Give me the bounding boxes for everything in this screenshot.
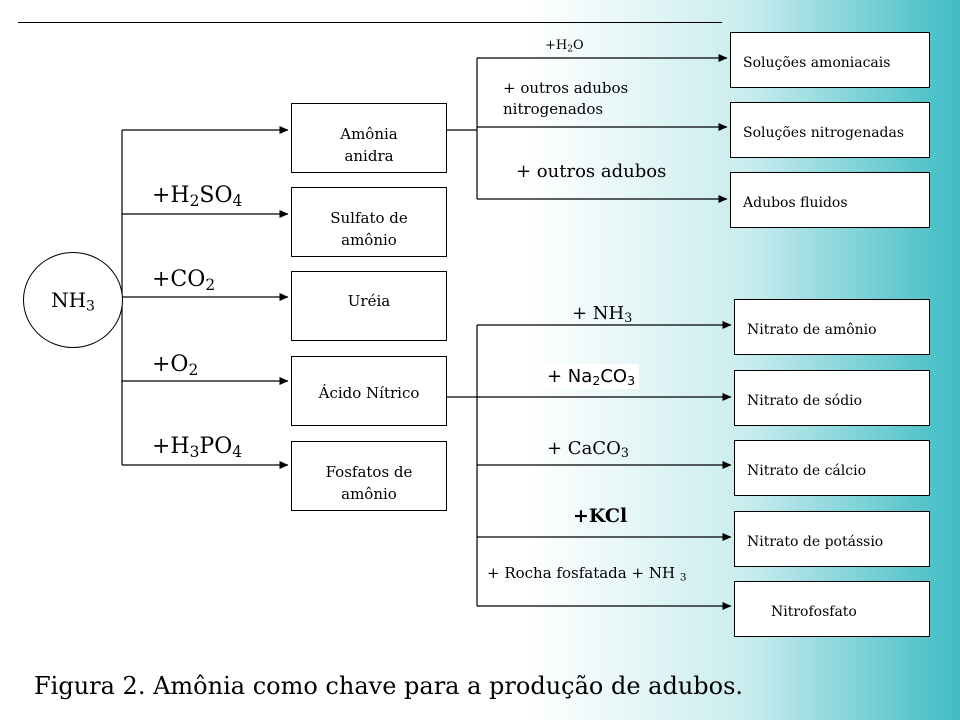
branch-label-h2o: +H2O: [545, 38, 584, 55]
product-box-ureia: Uréia: [291, 271, 447, 341]
branch-label-na2co3: + Na2CO3: [543, 364, 640, 389]
branch-label-rocha-fosfatada: + Rocha fosfatada + NH 3: [487, 564, 687, 584]
output-box-nitrato-sodio: Nitrato de sódio: [734, 370, 930, 426]
output-box-nitrofosfato: Nitrofosfato: [734, 581, 930, 637]
output-box-adubos-fluidos: Adubos fluidos: [730, 172, 930, 228]
product-box-acido-nitrico: Ácido Nítrico: [291, 356, 447, 426]
product-line: Uréia: [347, 292, 391, 310]
figure-caption: Figura 2. Amônia como chave para a produ…: [34, 672, 744, 700]
output-box-solucoes-amoniacais: Soluções amoniacais: [730, 32, 930, 88]
top-rule: [18, 22, 722, 23]
product-box-fosfatos-amonio: Fosfatos de amônio: [291, 441, 447, 511]
product-line: Ácido Nítrico: [318, 384, 420, 402]
product-line: amônio: [341, 231, 397, 249]
product-line: Amônia: [340, 125, 398, 143]
product-line: Fosfatos de: [325, 463, 413, 481]
branch-label-outros-adubos: + outros adubos: [516, 161, 667, 182]
product-box-sulfato-amonio: Sulfato de amônio: [291, 187, 447, 257]
branch-label-nh3: + NH3: [572, 303, 633, 326]
reagent-label-o2: +O2: [152, 352, 199, 379]
product-line: anidra: [344, 147, 394, 165]
reagent-label-h3po4: +H3PO4: [152, 434, 243, 461]
product-line: Sulfato de: [330, 209, 408, 227]
branch-label-outros-nitrogenados: + outros adubos nitrogenados: [503, 79, 629, 118]
output-box-nitrato-amonio: Nitrato de amônio: [734, 299, 930, 355]
source-label: NH3: [51, 288, 95, 315]
source-node-nh3: NH3: [23, 252, 123, 348]
product-line: amônio: [341, 485, 397, 503]
output-box-solucoes-nitrogenadas: Soluções nitrogenadas: [730, 102, 930, 158]
output-box-nitrato-potassio: Nitrato de potássio: [734, 511, 930, 567]
product-box-amonia-anidra: Amônia anidra: [291, 103, 447, 173]
branch-label-kcl: +KCl: [573, 505, 628, 527]
reagent-label-co2: +CO2: [152, 267, 216, 294]
output-box-nitrato-calcio: Nitrato de cálcio: [734, 440, 930, 496]
branch-label-caco3: + CaCO3: [547, 438, 629, 461]
reagent-label-h2so4: +H2SO4: [152, 183, 243, 210]
